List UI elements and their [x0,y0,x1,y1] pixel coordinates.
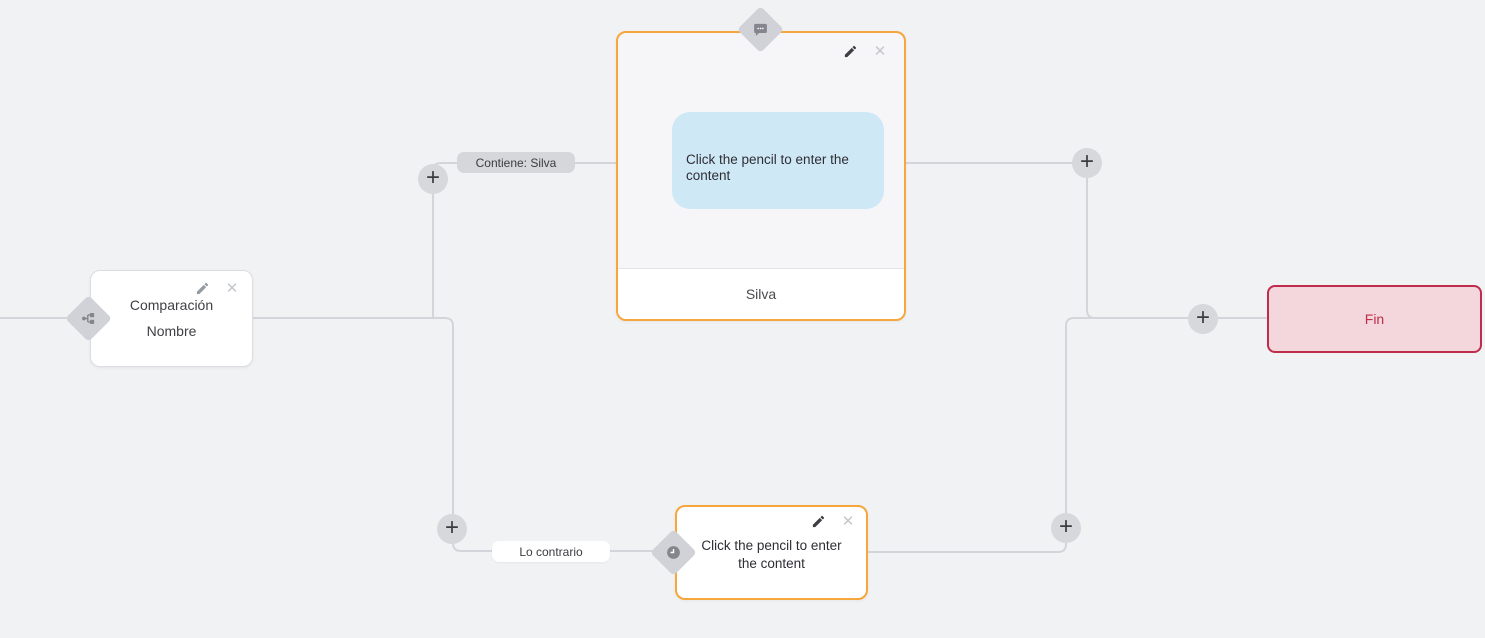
add-node-button-top-right[interactable]: + [1072,148,1102,178]
node-wait-lo-contrario[interactable]: ✕ Click the pencil to enter the content [675,505,868,600]
edit-pencil-icon[interactable] [810,513,826,529]
node-fin[interactable]: Fin [1267,285,1482,353]
node-title-line2: Nombre [146,323,197,339]
add-node-button-bottom-left[interactable]: + [437,514,467,544]
message-node-footer-label: Silva [618,268,904,319]
wait-node-badge [650,529,697,576]
add-node-button-before-fin[interactable]: + [1188,304,1218,334]
node-title-line1: Comparación [129,297,214,313]
wait-content-placeholder: Click the pencil to enter the content [701,538,842,572]
edit-pencil-icon[interactable] [842,43,858,59]
edge-message-to-fin [906,162,1267,319]
node-comparacion-nombre[interactable]: ✕ Comparación Nombre [90,270,253,367]
message-node-badge [737,6,784,53]
branch-icon [80,310,97,327]
edge-label-lo-contrario[interactable]: Lo contrario [492,541,610,562]
edge-comparison-to-message [432,162,616,318]
message-content-bubble: Click the pencil to enter the content [672,112,884,209]
add-node-button-top-left[interactable]: + [418,164,448,194]
edge-comparison-to-wait [253,317,675,552]
edit-pencil-icon[interactable] [194,280,210,296]
add-node-button-bottom-right[interactable]: + [1051,513,1081,543]
close-icon[interactable]: ✕ [225,279,239,297]
node-message-silva[interactable]: ✕ Click the pencil to enter the content … [616,31,906,321]
comparison-node-badge [65,295,112,342]
edge-label-contiene-silva[interactable]: Contiene: Silva [457,152,575,173]
edge-wait-to-fin [868,317,1267,553]
chat-bubble-icon [752,21,769,38]
close-icon[interactable]: ✕ [841,512,855,530]
clock-icon [665,544,682,561]
close-icon[interactable]: ✕ [873,42,887,60]
